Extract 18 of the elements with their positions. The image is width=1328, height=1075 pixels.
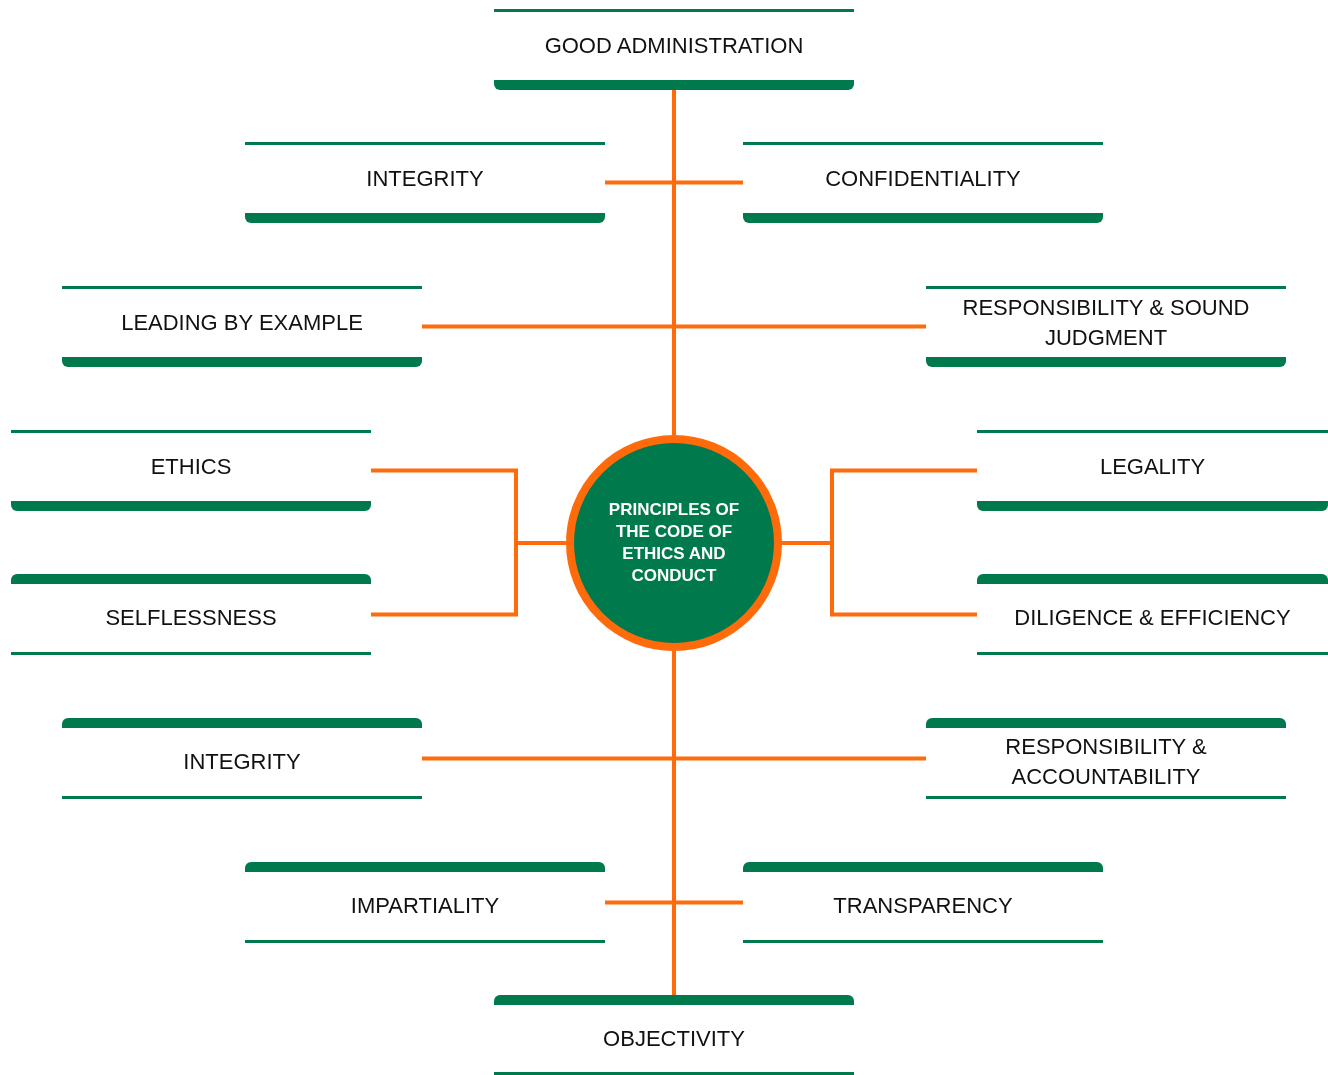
principle-label: OBJECTIVITY bbox=[603, 1024, 745, 1053]
principle-label: SELFLESSNESS bbox=[105, 604, 277, 632]
principle-label: RESPONSIBILITY & SOUND JUDGMENT bbox=[961, 294, 1251, 352]
principle-label: GOOD ADMINISTRATION bbox=[544, 32, 804, 60]
principle-label: LEADING BY EXAMPLE bbox=[121, 309, 363, 337]
principle-label: RESPONSIBILITY & ACCOUNTABILITY bbox=[1004, 733, 1208, 791]
principle-label: TRANSPARENCY bbox=[833, 892, 1013, 920]
principle-label: IMPARTIALITY bbox=[350, 892, 500, 920]
principle-label: INTEGRITY bbox=[183, 748, 301, 776]
principle-label: ETHICS bbox=[150, 453, 232, 481]
principle-label: INTEGRITY bbox=[366, 165, 484, 193]
principle-label: DILIGENCE & EFFICIENCY bbox=[1014, 604, 1291, 632]
principle-box bbox=[977, 430, 1328, 511]
circle-title: PRINCIPLES OF THE CODE OF ETHICS AND CONDUCT bbox=[607, 499, 741, 587]
principle-label: CONFIDENTIALITY bbox=[825, 165, 1021, 193]
principle-box bbox=[977, 574, 1328, 655]
connector-line bbox=[672, 651, 676, 995]
principle-label: LEGALITY bbox=[1099, 453, 1206, 481]
